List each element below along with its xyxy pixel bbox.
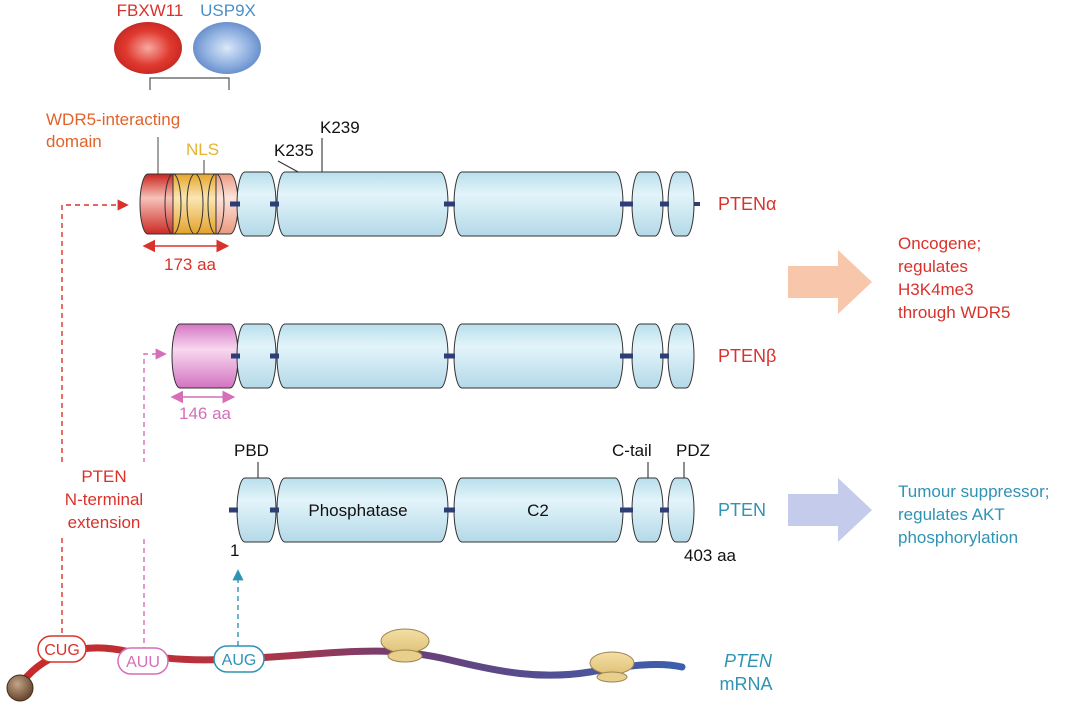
start-position-label: 1 — [230, 541, 239, 560]
segment-divider — [207, 173, 225, 235]
pten-mrna: CUG AUU AUG — [6, 628, 686, 702]
oncogene-arrow — [788, 250, 872, 314]
oncogene-text-1: Oncogene; — [898, 234, 981, 253]
pbd-domain — [236, 171, 277, 237]
partner-proteins: FBXW11 USP9X — [114, 1, 261, 90]
nls-segment — [172, 173, 217, 235]
oncogene-text-4: through WDR5 — [898, 303, 1010, 322]
segment-divider — [186, 173, 204, 235]
usp9x-label: USP9X — [200, 1, 256, 20]
k235-pointer — [277, 160, 301, 174]
wdr5-domain-label-line2: domain — [46, 132, 102, 151]
cug-translation-line — [61, 199, 129, 642]
pbd-domain — [236, 477, 277, 543]
oncogene-text-2: regulates — [898, 257, 968, 276]
partner-bracket — [149, 77, 230, 90]
c2-domain — [453, 323, 624, 389]
ribosome-small-subunit — [387, 649, 423, 663]
ctail-domain — [631, 323, 664, 389]
aug-codon: AUG — [213, 645, 265, 673]
k235-label: K235 — [274, 141, 314, 160]
mrna-suffix-label: mRNA — [720, 674, 773, 694]
c2-label: C2 — [527, 501, 549, 520]
cug-codon: CUG — [37, 635, 87, 663]
pdz-domain — [667, 477, 695, 543]
c2-domain — [453, 477, 624, 543]
beta-length-label: 146 aa — [179, 404, 232, 423]
beta-extension — [171, 323, 239, 389]
ribosome-2 — [589, 651, 635, 683]
ctail-domain — [631, 171, 664, 237]
fbxw11-label: FBXW11 — [117, 1, 184, 20]
phosphatase-label: Phosphatase — [308, 501, 407, 520]
pbd-label: PBD — [234, 441, 269, 460]
pten-alpha-label: PTENα — [718, 194, 776, 214]
wdr5-domain-label-line1: WDR5-interacting — [46, 110, 180, 129]
mrna-strand — [14, 644, 686, 692]
auu-codon-box — [117, 647, 169, 675]
phosphatase-domain — [276, 477, 449, 543]
nterm-label-line1: PTEN — [81, 467, 126, 486]
segment-divider — [164, 173, 182, 235]
aug-codon-box — [213, 645, 265, 673]
c2-domain — [453, 171, 624, 237]
nterm-label-bg — [52, 462, 152, 536]
ctail-domain — [631, 477, 664, 543]
end-position-label: 403 aa — [684, 546, 737, 565]
auu-codon-label: AUU — [126, 654, 160, 671]
pten-canonical-protein — [229, 477, 695, 543]
pten-label: PTEN — [718, 500, 766, 520]
tumour-text-2: regulates AKT — [898, 505, 1005, 524]
auu-codon: AUU — [117, 647, 169, 675]
pdz-domain — [667, 171, 695, 237]
nls-label: NLS — [186, 140, 219, 159]
k239-label: K239 — [320, 118, 360, 137]
wdr5-segment — [139, 173, 174, 235]
pten-beta-protein — [171, 323, 695, 389]
nterm-label-line2: N-terminal — [65, 490, 143, 509]
pten-alpha-protein — [139, 171, 700, 237]
ribosome-large-subunit — [380, 628, 430, 654]
cap-ball — [6, 674, 34, 702]
tumour-text-3: phosphorylation — [898, 528, 1018, 547]
alpha-length-label: 173 aa — [164, 255, 217, 274]
ribosome-1 — [380, 628, 430, 663]
phosphatase-domain — [276, 171, 449, 237]
tumour-text-1: Tumour suppressor; — [898, 482, 1049, 501]
ribosome-large-subunit — [589, 651, 635, 675]
tumour-suppressor-arrow — [788, 478, 872, 542]
pdz-domain — [667, 323, 695, 389]
phosphatase-domain — [276, 323, 449, 389]
mrna-gene-label: PTEN — [724, 651, 773, 671]
usp9x-oval — [193, 22, 261, 74]
cug-codon-box — [37, 635, 87, 663]
cug-codon-label: CUG — [44, 642, 80, 659]
pbd-domain — [236, 323, 277, 389]
pdz-label: PDZ — [676, 441, 710, 460]
ribosome-small-subunit — [596, 671, 628, 683]
fbxw11-oval — [114, 22, 182, 74]
auu-translation-line — [143, 348, 167, 652]
oncogene-text-3: H3K4me3 — [898, 280, 974, 299]
aug-codon-label: AUG — [222, 652, 257, 669]
ctail-label: C-tail — [612, 441, 652, 460]
nterm-label-line3: extension — [68, 513, 141, 532]
alpha-extension — [139, 173, 239, 235]
pten-beta-label: PTENβ — [718, 346, 776, 366]
